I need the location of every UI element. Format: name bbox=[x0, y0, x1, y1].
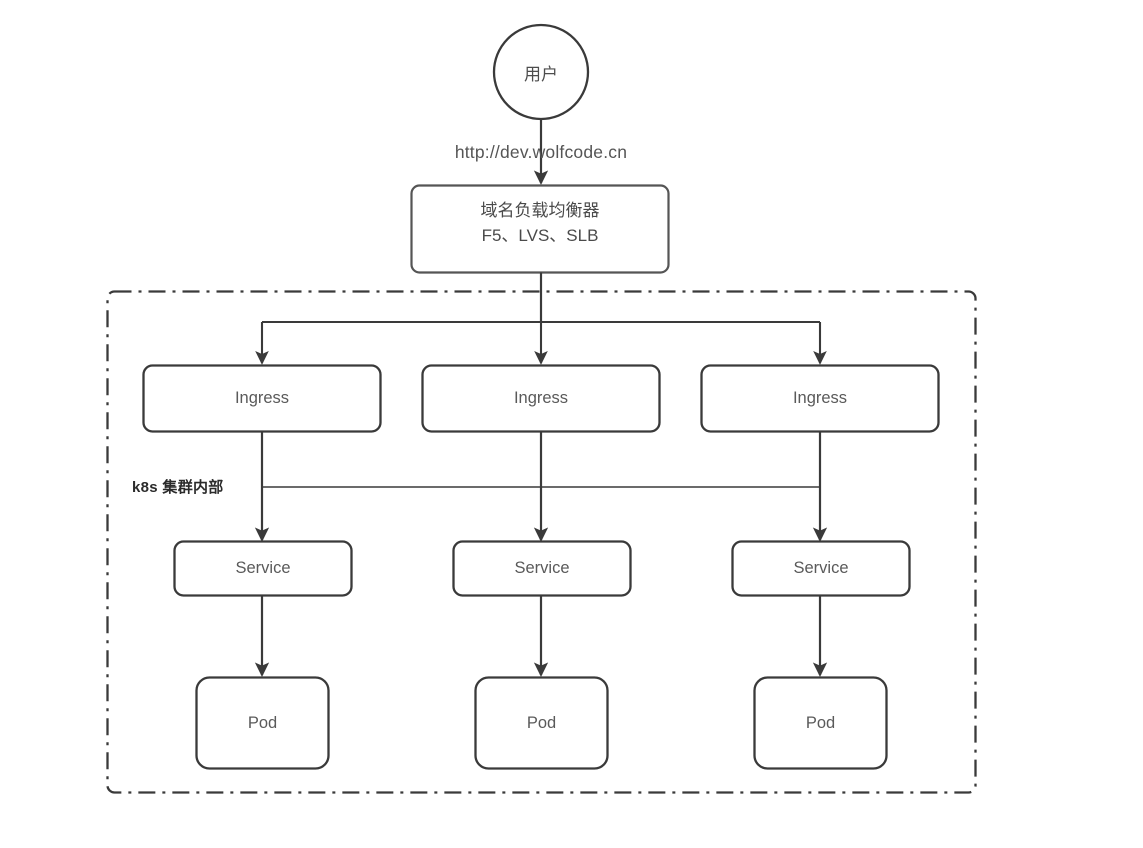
loadbalancer-node-box bbox=[410, 184, 670, 274]
service-node-box-3 bbox=[731, 540, 911, 597]
pod-node-box-1 bbox=[195, 676, 330, 770]
pod-node-box-3 bbox=[753, 676, 888, 770]
pod-node-box-2 bbox=[474, 676, 609, 770]
service-node-box-1 bbox=[173, 540, 353, 597]
ingress-node-box-3 bbox=[700, 364, 940, 433]
ingress-node-box-2 bbox=[421, 364, 661, 433]
service-node-box-2 bbox=[452, 540, 632, 597]
user-node-circle bbox=[492, 23, 590, 121]
ingress-node-box-1 bbox=[142, 364, 382, 433]
